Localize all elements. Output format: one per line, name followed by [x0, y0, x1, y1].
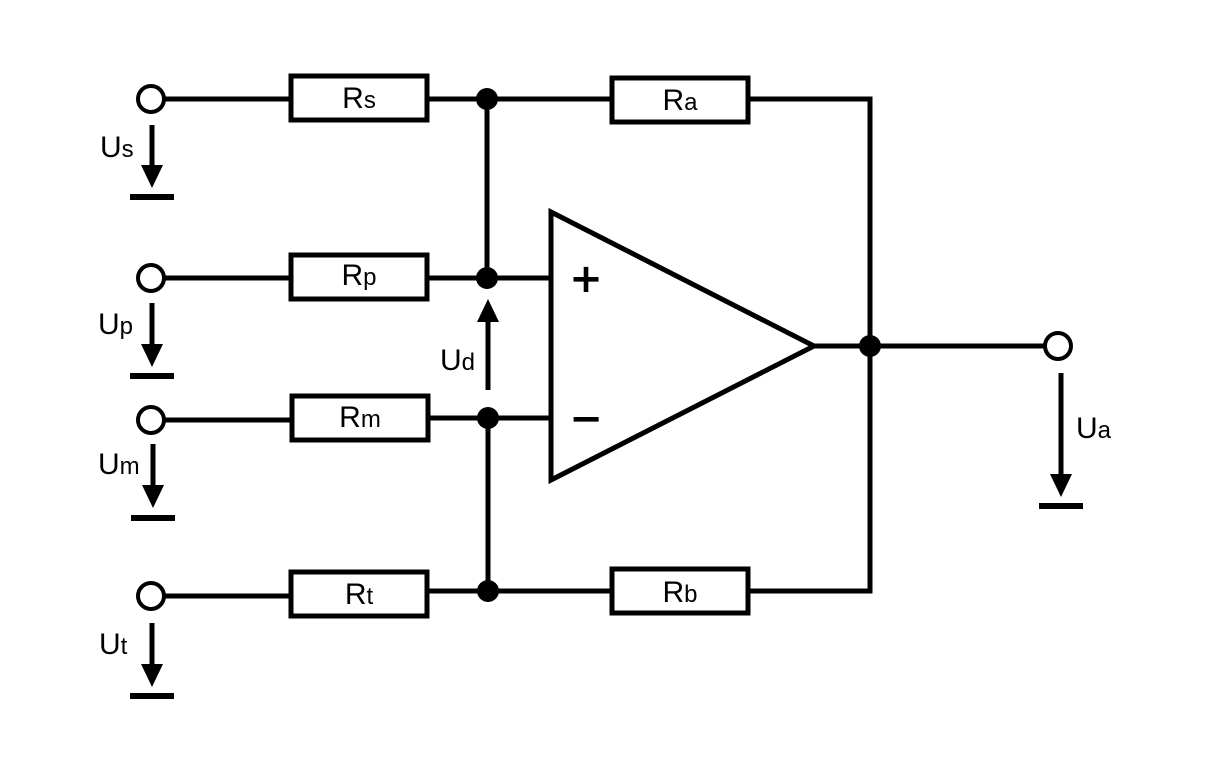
label-um: Um: [98, 448, 140, 481]
arrowhead-ut: [141, 664, 163, 687]
resistor-rm: Rm: [289, 393, 431, 443]
label-ut: Ut: [99, 628, 128, 661]
resistor-rs-label: Rs: [342, 82, 376, 115]
junction-plus: [476, 267, 498, 289]
junction-minus: [477, 407, 499, 429]
resistor-rp-label: Rp: [341, 259, 376, 292]
terminal-p: [136, 263, 166, 293]
arrowhead-um: [142, 485, 164, 508]
voltage-um: Um: [98, 444, 175, 521]
junction-output: [859, 335, 881, 357]
resistor-rt-label: Rt: [345, 578, 374, 611]
junction-bottom: [477, 580, 499, 602]
voltage-ud: Ud: [440, 299, 499, 390]
terminal-m: [136, 405, 166, 435]
arrowhead-ud: [477, 299, 499, 322]
resistor-rs: Rs: [288, 73, 430, 123]
voltage-ut: Ut: [99, 623, 174, 699]
opamp: + −: [548, 207, 820, 485]
resistor-rm-label: Rm: [339, 401, 381, 434]
label-ud: Ud: [440, 344, 475, 377]
arrowhead-up: [141, 344, 163, 367]
voltage-up: Up: [98, 303, 174, 379]
opamp-plus-sign: +: [569, 256, 603, 302]
resistor-rb-label: Rb: [662, 576, 697, 609]
junction-top: [476, 88, 498, 110]
resistor-rb: Rb: [609, 566, 751, 616]
terminals: [136, 84, 1073, 611]
resistor-ra: Ra: [609, 75, 751, 125]
voltage-ua: Ua: [1039, 373, 1112, 509]
label-ua: Ua: [1076, 412, 1112, 445]
arrowhead-ua: [1050, 474, 1072, 497]
terminal-t: [136, 581, 166, 611]
label-up: Up: [98, 308, 133, 341]
junctions: [476, 88, 881, 602]
opamp-minus-sign: −: [569, 396, 603, 442]
opamp-triangle: [548, 207, 820, 485]
resistor-rp: Rp: [288, 252, 430, 302]
terminal-output: [1043, 331, 1073, 361]
terminal-s: [136, 84, 166, 114]
voltage-us: Us: [100, 125, 174, 200]
arrowhead-us: [141, 165, 163, 188]
resistor-rt: Rt: [288, 569, 430, 619]
label-us: Us: [100, 131, 134, 164]
resistor-ra-label: Ra: [662, 84, 698, 117]
